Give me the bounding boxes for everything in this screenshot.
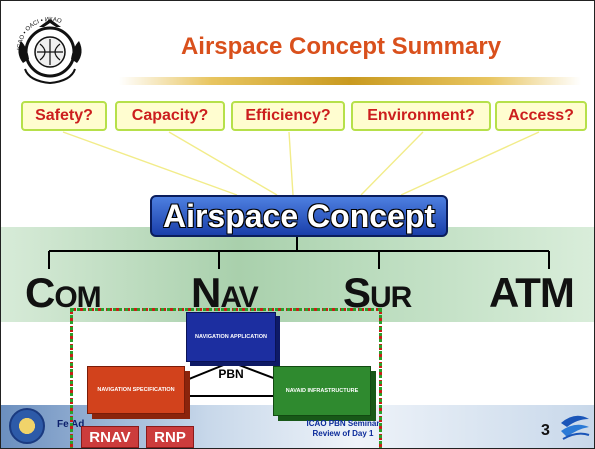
goal-efficiency: Efficiency? (231, 101, 345, 131)
footer-seminar-line2: Review of Day 1 (312, 429, 374, 438)
footer-seminar-title: ICAO PBN Seminar Review of Day 1 (293, 419, 393, 439)
pbn-highlight-frame (70, 308, 382, 448)
rnp-chip: RNP (146, 426, 194, 448)
slide-title: Airspace Concept Summary (180, 33, 502, 60)
faa-seal-icon (9, 408, 45, 444)
page-number: 3 (541, 422, 550, 439)
goal-safety: Safety? (21, 101, 107, 131)
pbn-label: PBN (218, 367, 244, 381)
goal-environment: Environment? (351, 101, 491, 131)
navigation-specification-box: NAVIGATION SPECIFICATION (87, 366, 185, 414)
goal-access: Access? (495, 101, 587, 131)
navigation-application-box: NAVIGATION APPLICATION (186, 312, 276, 362)
rnav-chip: RNAV (81, 426, 139, 448)
title-underline (119, 77, 581, 85)
navaid-infrastructure-box: NAVAID INFRASTRUCTURE (273, 366, 371, 416)
icao-logo: ICAO • OACI • ИКАО (17, 17, 82, 85)
icao-mark-icon (561, 415, 590, 440)
airspace-concept-box: Airspace Concept (150, 195, 448, 237)
goal-capacity: Capacity? (115, 101, 225, 131)
pillar-atm: ATM (489, 269, 575, 316)
footer-seminar-line1: ICAO PBN Seminar (306, 419, 380, 428)
